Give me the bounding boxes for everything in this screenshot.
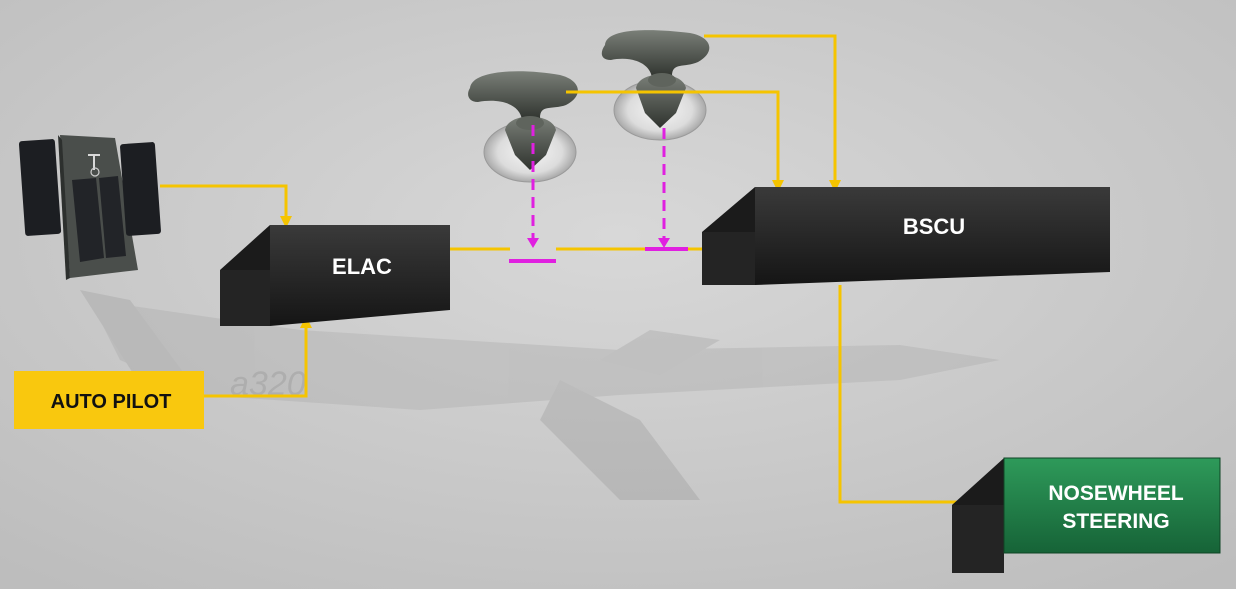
- nosewheel-label-line1: NOSEWHEEL: [1048, 482, 1184, 505]
- tiller2-to-bscu-line: [704, 34, 837, 186]
- nosewheel-label-line2: STEERING: [1062, 510, 1169, 533]
- bscu-to-nosewheel-line: [838, 285, 993, 504]
- elac-label: ELAC: [332, 254, 392, 279]
- arrowhead: [527, 238, 539, 248]
- autopilot-to-elac-line: [204, 322, 308, 398]
- bscu-box: BSCU: [702, 187, 1110, 285]
- tiller-links: [509, 125, 688, 263]
- autopilot-label: AUTO PILOT: [51, 391, 172, 413]
- arrowhead: [658, 238, 670, 248]
- autopilot-box: AUTO PILOT: [14, 371, 204, 429]
- elac-box: ELAC: [220, 225, 450, 326]
- pedals-to-elac-line: [160, 184, 288, 222]
- signal-lines: [160, 34, 993, 504]
- bscu-label: BSCU: [903, 214, 965, 239]
- rudder-pedals-icon: [18, 135, 161, 280]
- tiller-link-arrows: [527, 238, 670, 248]
- arrowhead: [829, 180, 841, 192]
- tiller-icon: [601, 30, 710, 141]
- tiller1-to-bscu-line: [566, 90, 780, 186]
- arrowhead: [772, 180, 784, 192]
- nosewheel-steering-box: NOSEWHEEL STEERING: [952, 457, 1221, 573]
- arrowhead: [280, 216, 292, 228]
- tiller-icon: [468, 71, 578, 183]
- aircraft-silhouette: [80, 290, 1000, 500]
